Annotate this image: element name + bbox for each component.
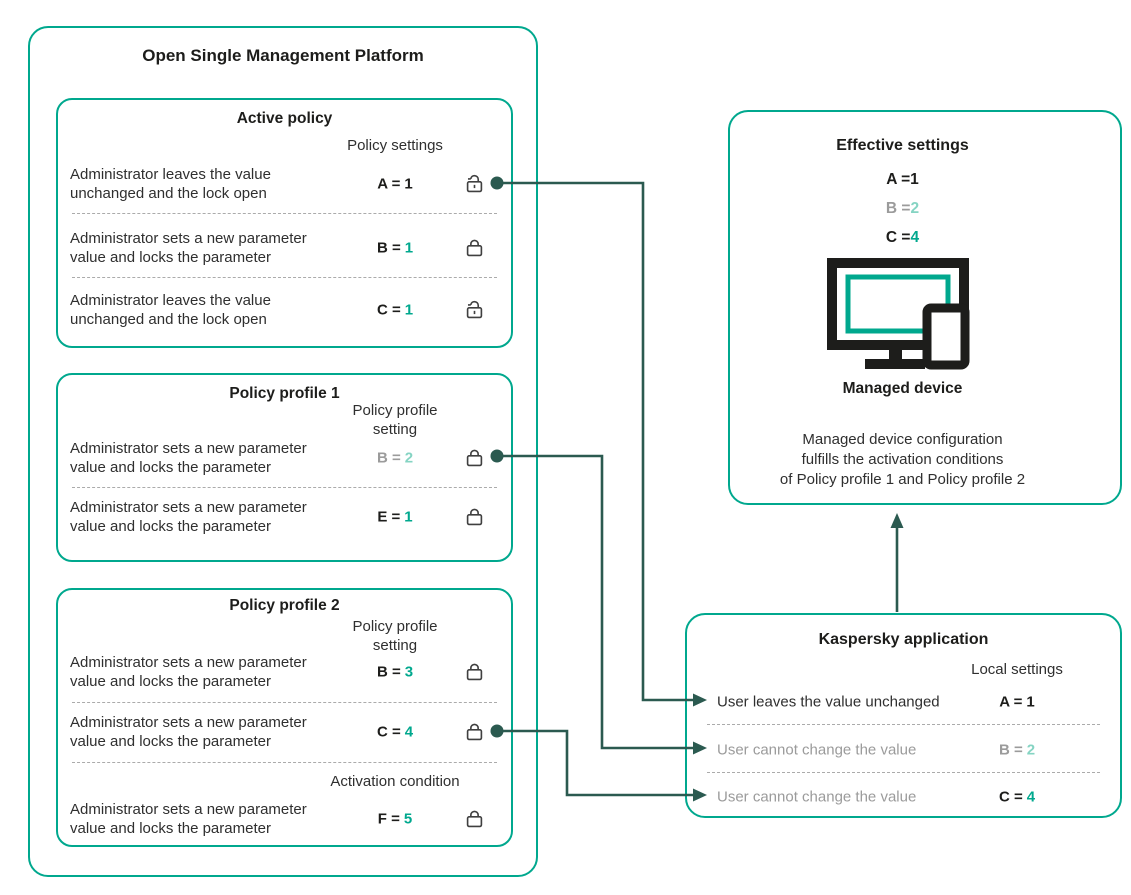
param-name: B = (885, 200, 911, 217)
param-value: 5 (403, 810, 413, 828)
row-description: Administrator sets a new parameter value… (70, 654, 307, 690)
effective-settings-title: Effective settings (836, 137, 969, 154)
row-value: B =2 (957, 742, 1077, 759)
param-value: 1 (404, 175, 413, 193)
desktop-and-phone-icon (827, 258, 972, 377)
param-name: A = (999, 693, 1023, 711)
row-description: Administrator sets a new parameter value… (70, 801, 307, 837)
row-value: B =2 (335, 450, 455, 467)
row-description: Administrator sets a new parameter value… (70, 230, 307, 266)
kaspersky-application-box: Kaspersky application Local settings Use… (685, 613, 1122, 818)
param-name: C = (376, 723, 401, 741)
param-value: 4 (404, 723, 414, 741)
effective-value: B =2 (730, 200, 1075, 218)
row-value: A =1 (335, 176, 455, 193)
effective-value: C =4 (730, 229, 1075, 247)
row-description: User cannot change the value (717, 788, 917, 806)
param-value: 2 (910, 200, 920, 217)
param-name: B = (376, 449, 401, 467)
param-value: 1 (404, 239, 414, 257)
active-policy-box: Active policy Policy settings Administra… (56, 98, 513, 348)
param-name: C = (998, 788, 1023, 806)
kaspersky-application-title: Kaspersky application (818, 631, 989, 648)
row-divider (72, 762, 497, 763)
activation-note: Managed device configuration fulfills th… (779, 431, 1026, 488)
active-policy-title: Active policy (236, 110, 333, 127)
policy-profile-setting-header: Policy profile setting (352, 618, 438, 654)
policy-profile-2-box: Policy profile 2 Policy profile setting … (56, 588, 513, 847)
closed-lock-icon (463, 236, 487, 260)
row-value: C =1 (335, 302, 455, 319)
closed-lock-icon (463, 446, 487, 470)
policy-profile-1-title: Policy profile 1 (229, 385, 340, 402)
row-description: User leaves the value unchanged (717, 693, 940, 711)
row-description: Administrator leaves the value unchanged… (70, 166, 271, 202)
row-value: C =4 (957, 789, 1077, 806)
param-value: 4 (1026, 788, 1036, 806)
param-name: B = (376, 663, 401, 681)
row-description: User cannot change the value (717, 741, 917, 759)
param-value: 3 (404, 663, 414, 681)
row-divider (72, 487, 497, 488)
param-name: B = (998, 741, 1023, 759)
closed-lock-icon (463, 505, 487, 529)
param-name: C = (885, 229, 911, 246)
param-name: B = (376, 239, 401, 257)
row-divider (707, 772, 1100, 773)
row-value: B =3 (335, 664, 455, 681)
closed-lock-icon (463, 720, 487, 744)
row-value: C =4 (335, 724, 455, 741)
row-description: Administrator sets a new parameter value… (70, 714, 307, 750)
row-divider (72, 277, 497, 278)
param-value: 1 (1026, 693, 1035, 711)
local-settings-header: Local settings (971, 661, 1063, 678)
param-name: A = (886, 171, 911, 188)
closed-lock-icon (463, 807, 487, 831)
open-lock-icon (463, 172, 487, 196)
row-divider (72, 702, 497, 703)
row-divider (707, 724, 1100, 725)
param-value: 4 (910, 229, 920, 246)
open-lock-icon (463, 298, 487, 322)
param-value: 1 (404, 508, 413, 526)
param-value: 2 (404, 449, 414, 467)
param-value: 1 (404, 301, 414, 319)
row-divider (72, 213, 497, 214)
param-name: C = (376, 301, 401, 319)
policy-profile-2-title: Policy profile 2 (229, 597, 340, 614)
param-name: A = (377, 175, 401, 193)
managed-device-label: Managed device (842, 380, 963, 397)
param-value: 1 (910, 171, 919, 188)
policy-settings-header: Policy settings (347, 137, 443, 154)
closed-lock-icon (463, 660, 487, 684)
policy-profile-setting-header: Policy profile setting (352, 402, 438, 438)
param-name: E = (377, 508, 401, 526)
row-value: E =1 (335, 509, 455, 526)
param-value: 2 (1026, 741, 1036, 759)
arrowhead-up (890, 513, 904, 528)
activation-condition-header: Activation condition (330, 773, 460, 790)
platform-title: Open Single Management Platform (142, 46, 424, 65)
row-description: Administrator sets a new parameter value… (70, 440, 307, 476)
effective-value: A =1 (730, 171, 1075, 189)
effective-settings-box: Effective settings A =1 B =2 C =4 Manage… (728, 110, 1122, 505)
param-name: F = (377, 810, 400, 828)
row-description: Administrator leaves the value unchanged… (70, 292, 271, 328)
policy-profile-1-box: Policy profile 1 Policy profile setting … (56, 373, 513, 562)
row-description: Administrator sets a new parameter value… (70, 499, 307, 535)
row-value: B =1 (335, 240, 455, 257)
row-value: F =5 (335, 811, 455, 828)
row-value: A =1 (957, 694, 1077, 711)
